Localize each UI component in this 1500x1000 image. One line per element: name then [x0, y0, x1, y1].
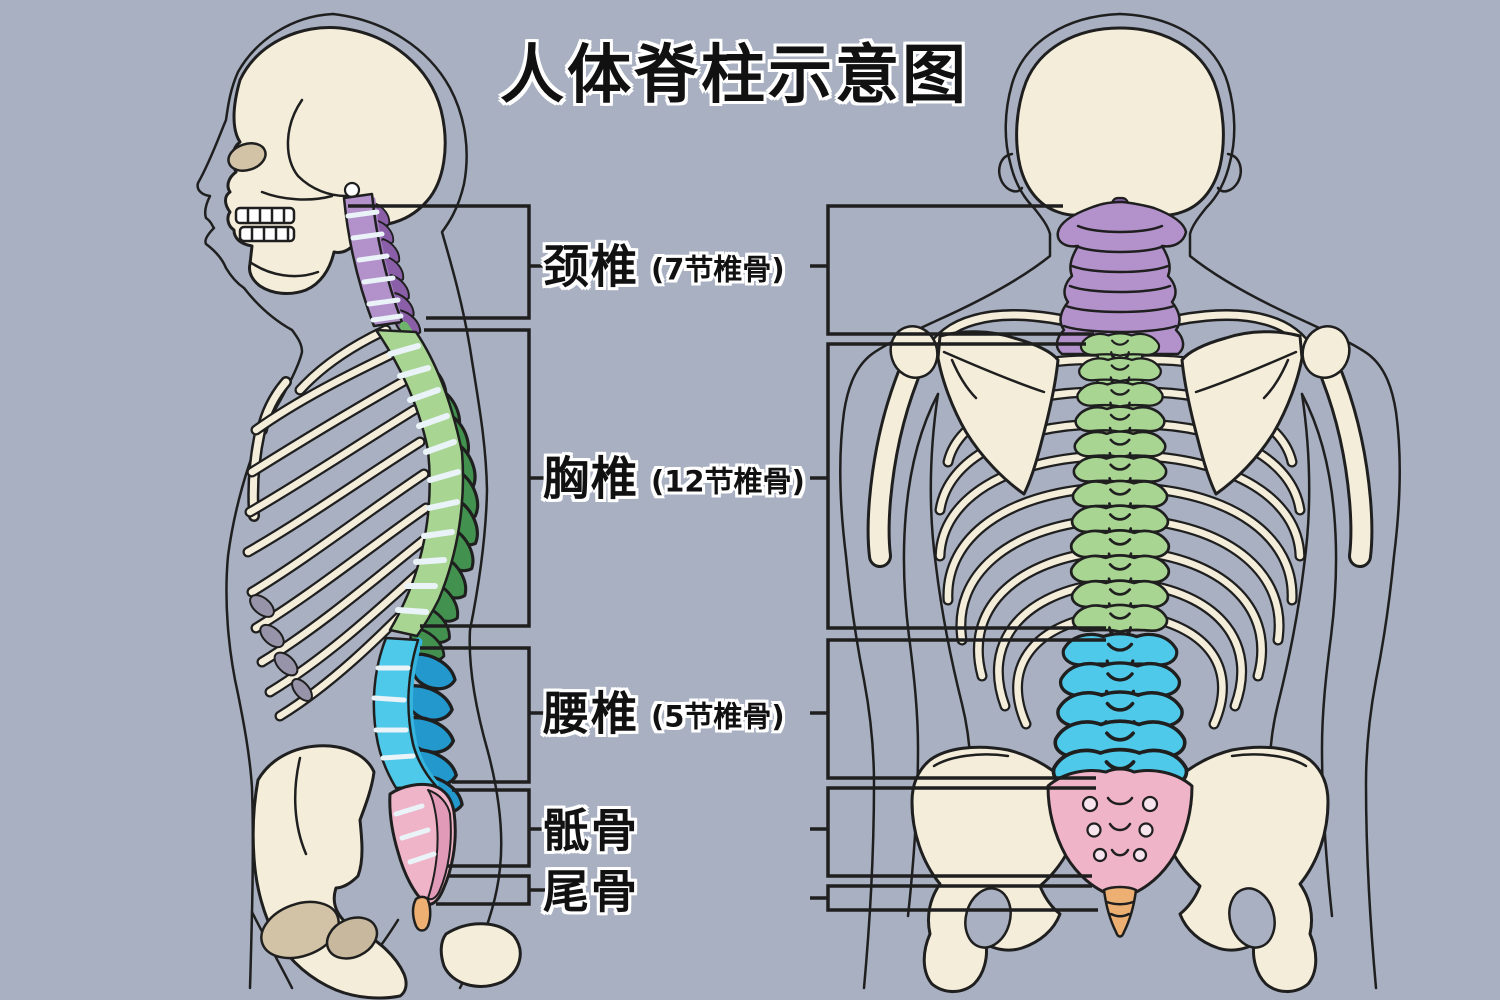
bracket-cervical-right: [810, 204, 1094, 336]
bracket-lumbar-right: [810, 638, 1106, 780]
coccyx-back: [1102, 885, 1138, 938]
obturator-foramen-side: [325, 916, 379, 960]
label-thoracic-name: 胸椎: [543, 451, 639, 506]
thoracic-spine-back: [1069, 332, 1171, 641]
label-lumbar-note: (5节椎骨): [651, 699, 785, 734]
lumbar-spine-side: [371, 636, 470, 820]
thoracic-spine-side: [374, 321, 490, 669]
teeth: [234, 206, 296, 243]
label-cervical-name: 颈椎: [543, 239, 639, 294]
label-sacrum-name: 骶骨: [543, 803, 639, 858]
label-cervical: 颈椎 (7节椎骨): [543, 231, 785, 297]
cervical-spine-side: [342, 192, 427, 342]
side-view-skeleton: [196, 12, 522, 1000]
label-cervical-note: (7节椎骨): [651, 252, 785, 287]
label-lumbar-name: 腰椎: [543, 686, 639, 741]
back-view-skeleton: [840, 14, 1399, 992]
label-lumbar: 腰椎 (5节椎骨): [543, 678, 785, 744]
skull-back: [1015, 26, 1225, 217]
coccyx-side: [411, 895, 432, 932]
sacrum-side: [388, 782, 457, 906]
skull-side: [224, 25, 447, 295]
bracket-cervical-left: [348, 204, 548, 320]
label-coccyx: 尾骨: [543, 856, 651, 922]
bracket-coccyx-right: [810, 884, 1098, 912]
label-coccyx-name: 尾骨: [543, 864, 639, 919]
bracket-coccyx-left: [436, 874, 548, 906]
bracket-thoracic-right: [810, 342, 1106, 630]
ischial-tuberosity: [260, 900, 340, 960]
cervical-spine-back: [1055, 196, 1188, 356]
bracket-thoracic-left: [420, 328, 548, 628]
bracket-sacrum-right: [810, 786, 1096, 878]
label-thoracic: 胸椎 (12节椎骨): [543, 443, 805, 509]
sacrum-back: [1046, 767, 1194, 898]
page-title: 人体脊柱示意图: [500, 39, 969, 113]
label-sacrum: 骶骨: [543, 795, 651, 861]
eye-socket: [227, 142, 267, 172]
label-thoracic-note: (12节椎骨): [651, 464, 805, 499]
bracket-sacrum-left: [448, 788, 548, 868]
pelvis-side: [251, 744, 408, 1000]
bracket-lines: [348, 204, 1106, 912]
bracket-lumbar-left: [420, 646, 548, 784]
